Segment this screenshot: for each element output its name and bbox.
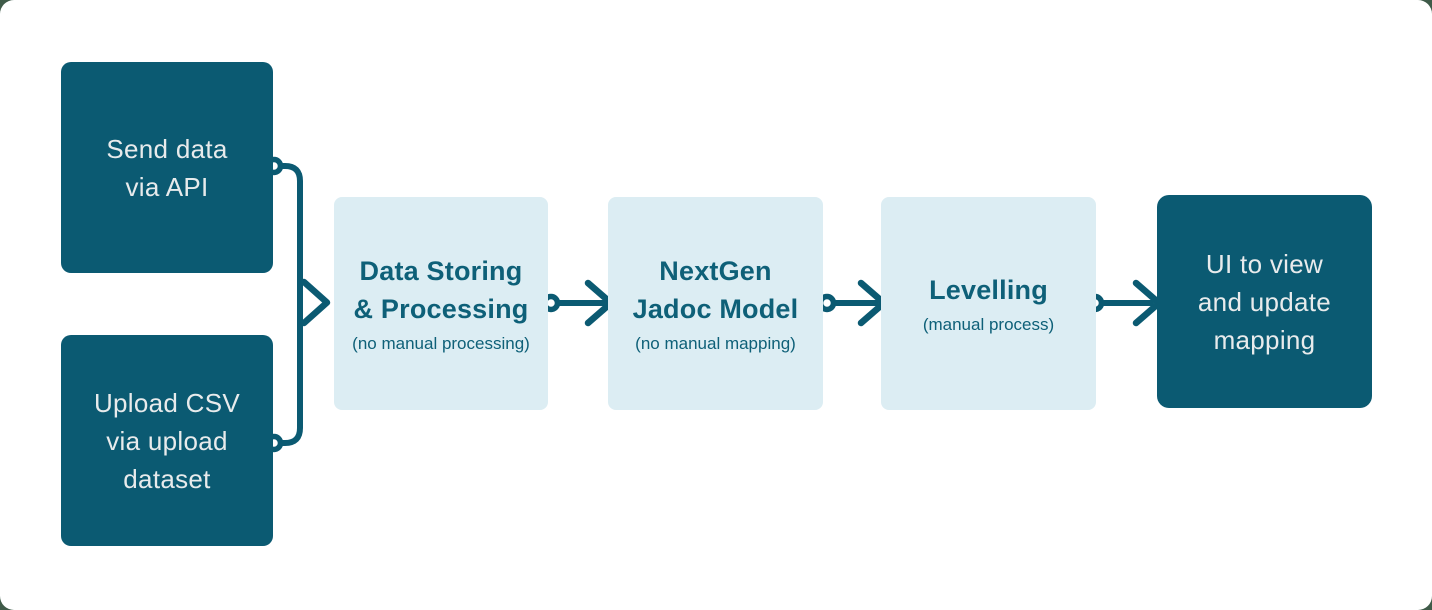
node-label-line: Send data (106, 133, 228, 164)
node-nextgen-jadoc-model: NextGen Jadoc Model (no manual mapping) (608, 197, 823, 410)
node-label-line: and update (1197, 286, 1332, 317)
node-subtitle: (no manual mapping) (635, 334, 796, 353)
node-label-line: UI to view (1205, 248, 1324, 279)
arrowhead-icon (1132, 279, 1163, 327)
arrowhead-icon (300, 278, 331, 327)
node-subtitle: (no manual processing) (352, 334, 530, 353)
connector-model-to-levelling (817, 279, 888, 327)
merge-line (271, 163, 303, 446)
connector-sources-merge (264, 156, 331, 453)
node-subtitle: (manual process) (922, 315, 1055, 334)
connector-storing-to-model (541, 279, 615, 327)
node-title-line: NextGen (659, 256, 772, 286)
node-upload-csv-via-upload-dataset: Upload CSV via upload dataset (61, 335, 273, 546)
node-title-line: Jadoc Model (632, 294, 799, 324)
node-label-line: via API (125, 171, 209, 202)
node-ui-to-view-and-update-mapping: UI to view and update mapping (1157, 195, 1372, 408)
node-levelling: Levelling (manual process) (881, 197, 1096, 410)
node-data-storing-processing: Data Storing & Processing (no manual pro… (334, 197, 548, 410)
node-title-line: Data Storing (359, 256, 523, 286)
connector-levelling-to-ui (1085, 279, 1163, 327)
node-label-line: mapping (1213, 324, 1316, 355)
node-title-line: Levelling (929, 275, 1048, 305)
node-title-line: & Processing (353, 294, 529, 324)
node-label-line: Upload CSV (93, 387, 241, 418)
node-label-line: via upload (106, 425, 228, 456)
node-send-data-via-api: Send data via API (61, 62, 273, 273)
node-label-line: dataset (123, 463, 211, 494)
